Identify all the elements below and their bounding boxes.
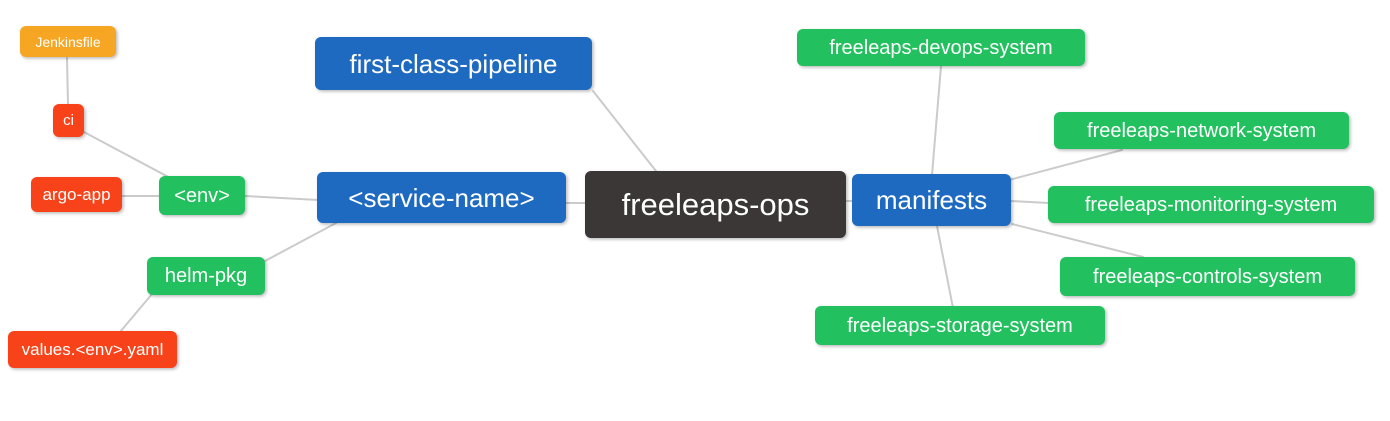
- node-freeleaps-monitoring-system[interactable]: freeleaps-monitoring-system: [1048, 186, 1374, 223]
- edge-pipeline-ops: [592, 90, 657, 172]
- node-freeleaps-network-system[interactable]: freeleaps-network-system: [1054, 112, 1349, 149]
- node-manifests[interactable]: manifests: [852, 174, 1011, 226]
- node-ci[interactable]: ci: [53, 104, 84, 137]
- node-argo-app[interactable]: argo-app: [31, 177, 122, 212]
- node-first-class-pipeline[interactable]: first-class-pipeline: [315, 37, 592, 90]
- edge-manifests-devops: [931, 65, 942, 176]
- edge-ci-env: [83, 131, 175, 181]
- node-values-env-yaml[interactable]: values.<env>.yaml: [8, 331, 177, 368]
- node-helm-pkg[interactable]: helm-pkg: [147, 257, 265, 295]
- edge-helm-pkg-service-name: [264, 222, 337, 262]
- edge-manifests-storage: [936, 225, 954, 309]
- edge-jenkinsfile-ci: [66, 57, 69, 105]
- node-jenkinsfile[interactable]: Jenkinsfile: [20, 26, 116, 57]
- node-env[interactable]: <env>: [159, 176, 245, 215]
- node-freeleaps-controls-system[interactable]: freeleaps-controls-system: [1060, 257, 1355, 296]
- edge-env-service-name: [244, 195, 319, 201]
- node-service-name[interactable]: <service-name>: [317, 172, 566, 223]
- edge-manifests-network: [1008, 149, 1123, 181]
- edge-manifests-monitoring: [1010, 200, 1050, 204]
- node-freeleaps-ops[interactable]: freeleaps-ops: [585, 171, 846, 238]
- edge-manifests-controls: [1011, 223, 1144, 258]
- edge-values-helm-pkg: [119, 293, 153, 333]
- node-freeleaps-storage-system[interactable]: freeleaps-storage-system: [815, 306, 1105, 345]
- node-freeleaps-devops-system[interactable]: freeleaps-devops-system: [797, 29, 1085, 66]
